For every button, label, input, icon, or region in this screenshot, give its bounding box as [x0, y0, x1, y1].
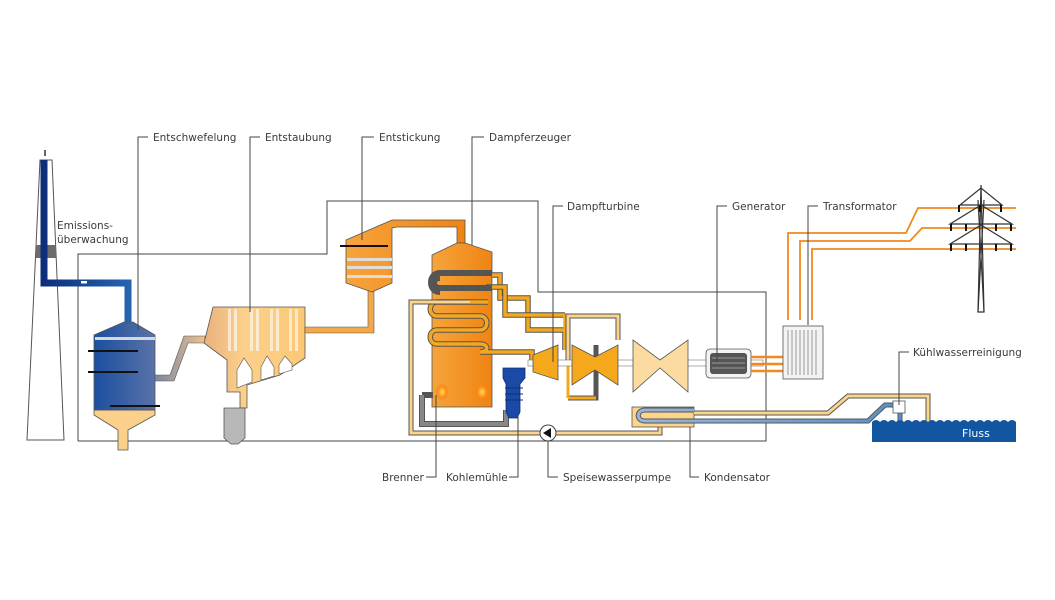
label-entstickung: Entstickung	[379, 132, 440, 144]
chimney	[26, 150, 132, 441]
label-fluss: Fluss	[962, 427, 990, 440]
power-lines	[787, 207, 1016, 320]
label-emissions-line2: überwachung	[57, 234, 129, 246]
scrubber	[88, 321, 160, 451]
label-brenner: Brenner	[382, 472, 425, 484]
label-generator: Generator	[732, 201, 786, 213]
label-kohlemuehle: Kohlemühle	[446, 472, 508, 484]
label-entschwefelung: Entschwefelung	[153, 132, 236, 144]
label-dampferzeuger: Dampferzeuger	[489, 132, 572, 144]
burner-flame-icon	[475, 383, 489, 401]
denox-reactor	[340, 219, 466, 293]
duct-scrubber-esp	[154, 335, 206, 382]
label-dampfturbine: Dampfturbine	[567, 201, 640, 213]
electrostatic-precipitator	[203, 306, 306, 445]
label-kondensator: Kondensator	[704, 472, 771, 484]
label-kuehlwasserreinigung: Kühlwasserreinigung	[913, 347, 1022, 359]
control-line	[77, 200, 767, 442]
river	[872, 420, 1016, 442]
duct-esp-denox	[304, 289, 375, 334]
steam-pipes	[408, 270, 663, 436]
label-entstaubung: Entstaubung	[265, 132, 332, 144]
pump-arrow-icon	[543, 428, 551, 438]
coal-mill	[502, 367, 526, 419]
feedwater-pump	[539, 424, 557, 442]
burner-flame-icon	[435, 383, 449, 401]
transformer	[782, 207, 1016, 380]
steam-turbine	[527, 339, 764, 393]
label-speisewasserpumpe: Speisewasserpumpe	[563, 472, 671, 484]
label-emissions-line1: Emissions-	[57, 220, 113, 232]
boiler	[431, 242, 493, 408]
label-transformator: Transformator	[822, 201, 897, 213]
generator	[705, 348, 783, 379]
power-pylon	[947, 184, 1015, 313]
